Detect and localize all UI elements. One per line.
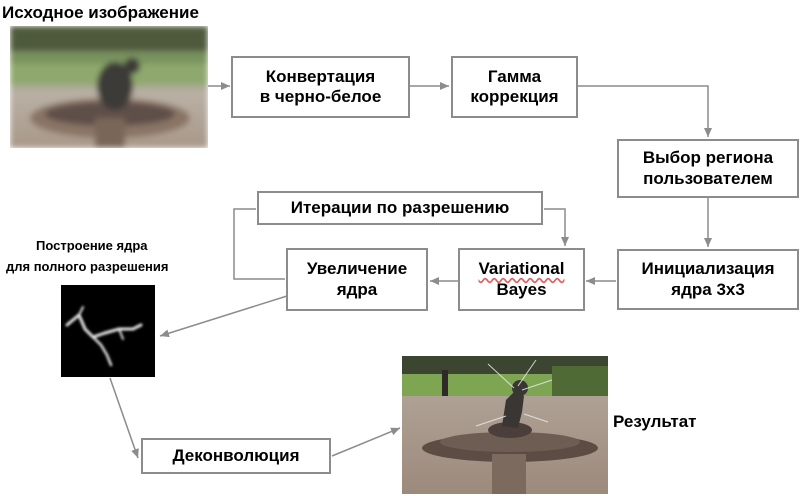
kernel-build-label-line2: для полного разрешения [6, 259, 169, 274]
step-region-label: Выбор региона пользователем [642, 148, 774, 188]
step-init-kernel-label: Инициализация ядра 3x3 [641, 259, 775, 299]
kernel-build-label-line1: Построение ядра [36, 238, 148, 253]
step-grayscale: Конвертация в черно-белое [231, 56, 410, 118]
step-gamma: Гамма коррекция [451, 56, 578, 118]
step-upscale-kernel-label: Увеличение ядра [306, 259, 408, 299]
step-deconvolution-label: Деконволюция [172, 445, 300, 465]
step-vb-label-line2: Bayes [496, 279, 547, 299]
arrow-gamma-to-region [578, 85, 712, 137]
kernel-image [61, 285, 155, 377]
step-variational-bayes: Variational Bayes [458, 248, 585, 311]
arrow-upscale-to-kernel [159, 295, 288, 338]
result-label: Результат [613, 412, 697, 431]
arrow-kernel-to-deconvolution [109, 377, 139, 459]
arrow-upscale-to-iterations [233, 208, 285, 280]
step-gamma-label: Гамма коррекция [470, 66, 559, 106]
result-image [402, 356, 608, 494]
arrow-deconvolution-to-result [331, 427, 401, 457]
step-init-kernel: Инициализация ядра 3x3 [617, 249, 799, 310]
step-grayscale-label: Конвертация в черно-белое [259, 66, 382, 106]
step-vb-label-line1: Variational [478, 259, 565, 279]
source-image [10, 26, 208, 148]
step-iterations: Итерации по разрешению [257, 191, 543, 225]
step-deconvolution: Деконволюция [141, 438, 331, 474]
step-iterations-label: Итерации по разрешению [290, 197, 510, 217]
step-upscale-kernel: Увеличение ядра [286, 248, 428, 311]
arrow-iterations-to-vb [544, 208, 569, 246]
step-region: Выбор региона пользователем [617, 139, 799, 198]
source-image-label: Исходное изображение [2, 3, 199, 22]
